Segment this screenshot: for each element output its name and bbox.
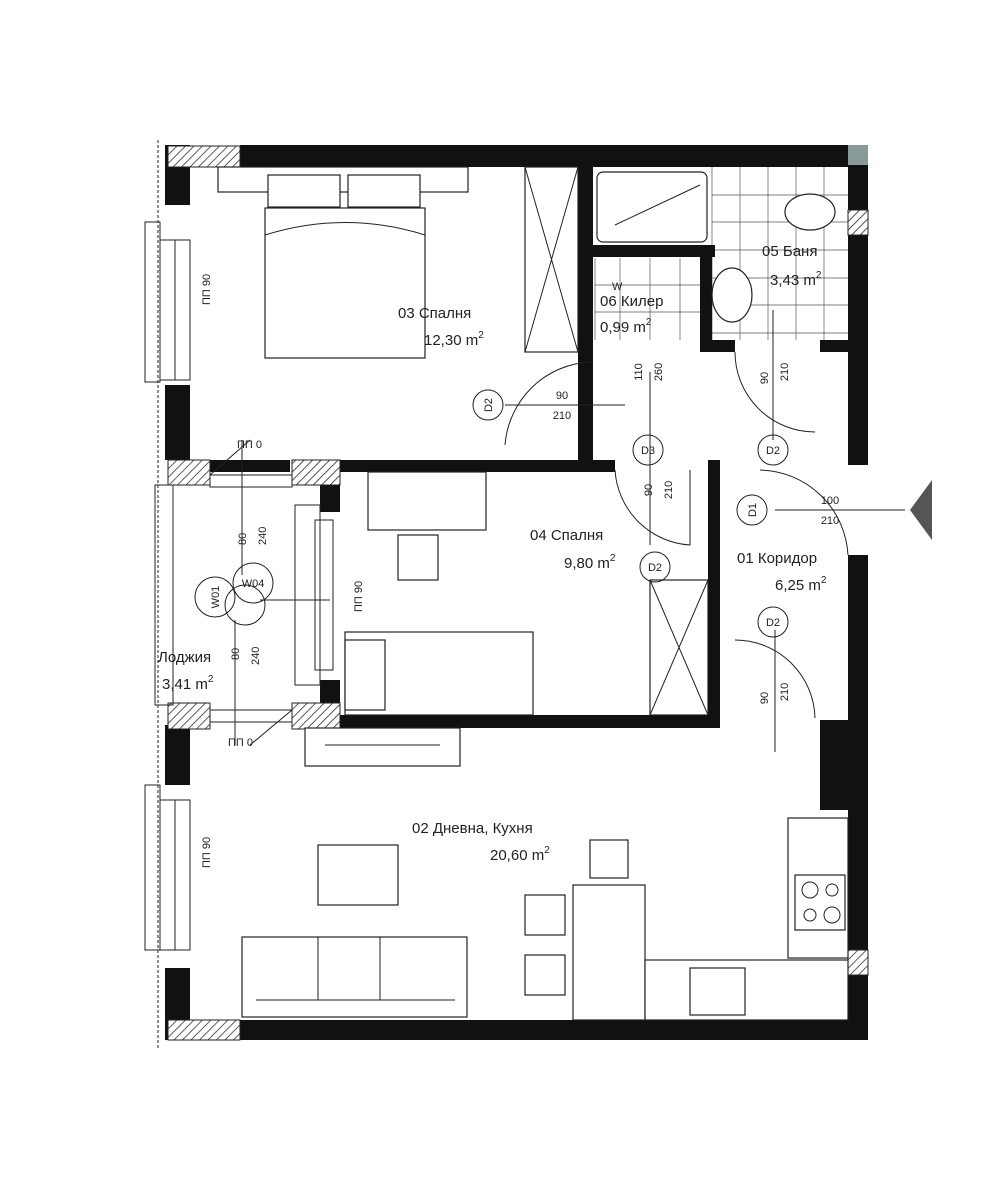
entrance-arrow	[910, 480, 932, 540]
room-area: 9,80 m2	[564, 553, 616, 572]
svg-text:210: 210	[553, 410, 571, 422]
door-tags: D2 90 210 110 260 D3 90 210 D2 90 210 D2…	[472, 363, 839, 704]
room-area: 6,25 m2	[775, 575, 827, 594]
svg-text:ПП 0: ПП 0	[228, 737, 253, 749]
room-area: 0,99 m2	[600, 317, 652, 336]
svg-text:D2: D2	[766, 445, 780, 457]
windows	[144, 140, 334, 1050]
svg-text:80: 80	[237, 533, 249, 545]
room-labels: 03 Спалня 12,30 m2 04 Спалня 9,80 m2 05 …	[158, 243, 827, 864]
svg-text:80: 80	[230, 648, 242, 660]
window-tags: ПП 90 ПП 90 ПП 90 ПП 0 ПП 0 80 240 80 24…	[194, 274, 365, 868]
svg-text:ПП 90: ПП 90	[353, 581, 365, 612]
svg-text:240: 240	[257, 527, 269, 545]
svg-text:D2: D2	[648, 562, 662, 574]
room-name: 05 Баня	[762, 243, 817, 260]
furniture	[217, 166, 849, 1021]
room-name: 06 Килер	[600, 293, 663, 310]
room-name: 01 Коридор	[737, 550, 817, 567]
svg-text:210: 210	[779, 363, 791, 381]
svg-text:90: 90	[643, 484, 655, 496]
svg-text:D1: D1	[747, 503, 759, 517]
svg-text:260: 260	[653, 363, 665, 381]
room-area: 3,41 m2	[162, 674, 214, 693]
room-name: 04 Спалня	[530, 527, 603, 544]
svg-text:D3: D3	[641, 445, 655, 457]
svg-text:210: 210	[663, 481, 675, 499]
room-name: Лоджия	[158, 649, 211, 666]
room-name: 03 Спалня	[398, 305, 471, 322]
svg-text:90: 90	[556, 390, 568, 402]
door-swings	[209, 310, 905, 752]
svg-text:240: 240	[250, 647, 262, 665]
svg-text:110: 110	[633, 363, 645, 381]
svg-text:W01: W01	[210, 586, 222, 609]
walls	[165, 145, 868, 1040]
room-area: 3,43 m2	[770, 270, 822, 289]
room-area: 20,60 m2	[490, 845, 550, 864]
svg-text:D2: D2	[766, 617, 780, 629]
room-name: 02 Дневна, Кухня	[412, 820, 533, 837]
svg-text:90: 90	[759, 372, 771, 384]
svg-text:ПП 0: ПП 0	[237, 439, 262, 451]
wardrobe-label: W	[612, 281, 623, 293]
room-area: 12,30 m2	[424, 330, 484, 349]
svg-text:210: 210	[821, 515, 839, 527]
svg-text:W04: W04	[242, 578, 265, 590]
svg-text:100: 100	[821, 495, 839, 507]
svg-text:210: 210	[779, 683, 791, 701]
svg-text:D2: D2	[483, 398, 495, 412]
hatched-columns	[167, 145, 869, 1041]
svg-text:ПП 90: ПП 90	[201, 837, 213, 868]
svg-text:ПП 90: ПП 90	[201, 274, 213, 305]
svg-text:90: 90	[759, 692, 771, 704]
bathroom-tile-grid	[594, 167, 848, 340]
